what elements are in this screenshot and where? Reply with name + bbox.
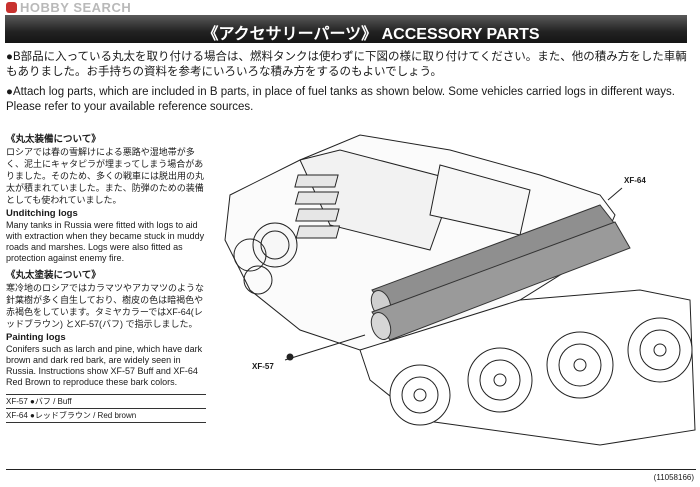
color-code: XF-57	[6, 397, 28, 406]
painting-en: Conifers such as larch and pine, which h…	[6, 344, 203, 387]
color-code: XF-64	[6, 411, 28, 420]
hobby-search-logo-icon	[6, 2, 17, 13]
intro-ja: ●B部品に入っている丸太を取り付ける場合は、燃料タンクは使わずに下図の様に取り付…	[6, 51, 687, 78]
intro: ●B部品に入っている丸太を取り付ける場合は、燃料タンクは使わずに下図の様に取り付…	[6, 50, 690, 115]
watermark: HOBBY SEARCH	[6, 0, 131, 15]
unditching-en: Many tanks in Russia were fitted with lo…	[6, 220, 205, 263]
color-name: バフ / Buff	[34, 397, 72, 406]
engine-grille	[294, 174, 341, 239]
road-wheels	[389, 317, 693, 426]
callout-xf57: XF-57	[252, 362, 274, 372]
color-row: XF-57 ●バフ / Buff	[6, 395, 206, 409]
footer-rule	[6, 469, 696, 470]
unditching-section: 《丸太装備について》 ロシアでは春の雪解けによる悪路や湿地帯が多く、泥土にキャタ…	[6, 134, 206, 264]
color-list: XF-57 ●バフ / Buff XF-64 ●レッドブラウン / Red br…	[6, 394, 206, 423]
painting-ja: 寒冷地のロシアではカラマツやアカマツのような針葉樹が多く自生しており、樹皮の色は…	[6, 283, 205, 329]
painting-ja-title: 《丸太塗装について》	[6, 270, 101, 281]
unditching-ja: ロシアでは春の雪解けによる悪路や湿地帯が多く、泥土にキャタピラが埋まってしまう場…	[6, 147, 205, 205]
section-header: 《アクセサリーパーツ》 ACCESSORY PARTS	[5, 15, 687, 43]
painting-en-title: Painting logs	[6, 332, 66, 343]
intro-en: ●Attach log parts, which are included in…	[6, 86, 675, 113]
callout-xf64: XF-64	[624, 176, 646, 186]
left-column: 《丸太装備について》 ロシアでは春の雪解けによる悪路や湿地帯が多く、泥土にキャタ…	[6, 134, 206, 423]
color-dot-icon: ●	[30, 397, 35, 406]
unditching-en-title: Unditching logs	[6, 208, 78, 219]
color-dot-icon: ●	[30, 411, 35, 420]
logs	[370, 204, 631, 341]
color-name: レッドブラウン / Red brown	[34, 411, 137, 420]
watermark-text: HOBBY SEARCH	[20, 0, 132, 15]
painting-section: 《丸太塗装について》 寒冷地のロシアではカラマツやアカマツのような針葉樹が多く自…	[6, 270, 206, 388]
unditching-ja-title: 《丸太装備について》	[6, 134, 101, 145]
color-row: XF-64 ●レッドブラウン / Red brown	[6, 409, 206, 423]
document-code: (11058166)	[653, 473, 694, 482]
section-title: 《アクセサリーパーツ》 ACCESSORY PARTS	[202, 26, 540, 43]
